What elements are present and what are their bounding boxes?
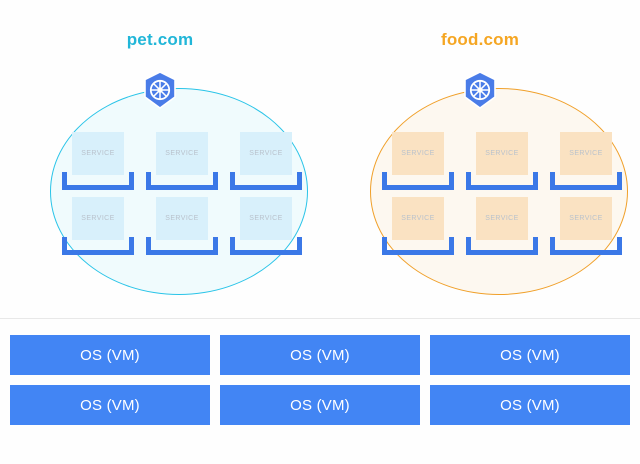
service-box-label: SERVICE	[392, 197, 444, 240]
os-vm-box: OS (VM)	[220, 335, 420, 375]
os-vm-box: OS (VM)	[10, 385, 210, 425]
service-box-label: SERVICE	[72, 132, 124, 175]
container-tray-icon	[550, 172, 622, 190]
service-item: SERVICE	[466, 132, 538, 194]
service-item: SERVICE	[146, 197, 218, 259]
service-box-label: SERVICE	[156, 132, 208, 175]
service-item: SERVICE	[230, 197, 302, 259]
service-grid-food-com: SERVICE SERVICE SERVICE SERVICE SERVICE …	[382, 132, 622, 259]
container-tray-icon	[230, 172, 302, 190]
section-divider	[0, 318, 640, 319]
container-tray-icon	[146, 237, 218, 255]
container-tray-icon	[230, 237, 302, 255]
service-item: SERVICE	[62, 132, 134, 194]
kubernetes-icon	[140, 70, 180, 110]
service-box-label: SERVICE	[72, 197, 124, 240]
service-grid-pet-com: SERVICE SERVICE SERVICE SERVICE SERVICE …	[62, 132, 302, 259]
cluster-food-com: food.com SERVIC	[320, 0, 640, 313]
service-item: SERVICE	[550, 132, 622, 194]
cluster-title-food-com: food.com	[440, 30, 520, 49]
cluster-boundary-food-com	[370, 88, 628, 295]
os-vm-box: OS (VM)	[10, 335, 210, 375]
container-tray-icon	[146, 172, 218, 190]
cluster-title-pet-com: pet.com	[126, 30, 194, 49]
service-box-label: SERVICE	[476, 132, 528, 175]
container-tray-icon	[466, 237, 538, 255]
container-tray-icon	[382, 172, 454, 190]
cluster-pet-com: pet.com SERVICE	[0, 0, 320, 313]
service-item: SERVICE	[146, 132, 218, 194]
service-item: SERVICE	[466, 197, 538, 259]
service-box-label: SERVICE	[240, 132, 292, 175]
cluster-boundary-pet-com	[50, 88, 308, 295]
vm-row: OS (VM) OS (VM) OS (VM)	[0, 385, 640, 425]
service-box-label: SERVICE	[392, 132, 444, 175]
os-vm-box: OS (VM)	[430, 385, 630, 425]
service-box-label: SERVICE	[560, 197, 612, 240]
service-item: SERVICE	[382, 197, 454, 259]
service-box-label: SERVICE	[156, 197, 208, 240]
kubernetes-icon	[460, 70, 500, 110]
service-item: SERVICE	[230, 132, 302, 194]
os-vm-box: OS (VM)	[220, 385, 420, 425]
service-box-label: SERVICE	[240, 197, 292, 240]
infrastructure-region: OS (VM) OS (VM) OS (VM) OS (VM) OS (VM) …	[0, 335, 640, 435]
container-tray-icon	[466, 172, 538, 190]
vm-row: OS (VM) OS (VM) OS (VM)	[0, 335, 640, 375]
clusters-region: pet.com SERVICE	[0, 0, 640, 313]
container-tray-icon	[62, 237, 134, 255]
service-item: SERVICE	[382, 132, 454, 194]
service-item: SERVICE	[62, 197, 134, 259]
service-box-label: SERVICE	[560, 132, 612, 175]
container-tray-icon	[550, 237, 622, 255]
container-tray-icon	[382, 237, 454, 255]
os-vm-box: OS (VM)	[430, 335, 630, 375]
service-box-label: SERVICE	[476, 197, 528, 240]
container-tray-icon	[62, 172, 134, 190]
service-item: SERVICE	[550, 197, 622, 259]
